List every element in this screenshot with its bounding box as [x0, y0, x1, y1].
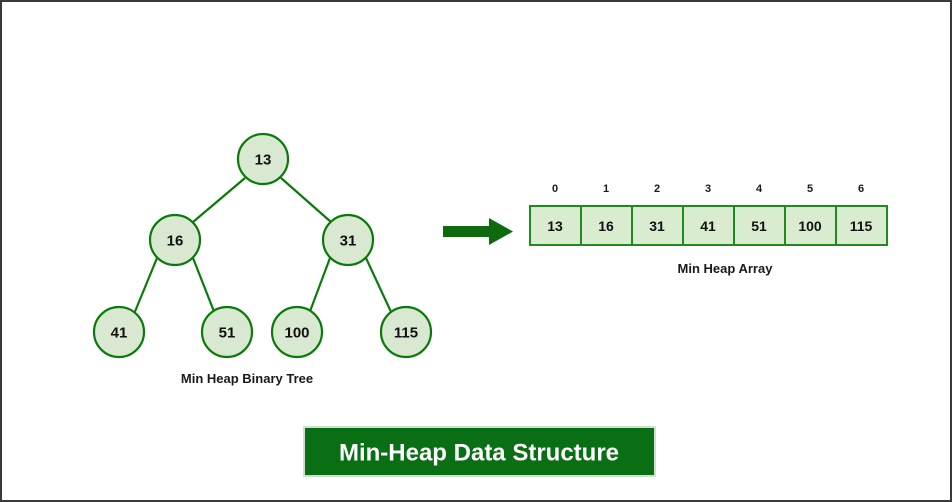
tree-node-left-child[interactable]: 16 [148, 213, 202, 267]
array-index-6: 6 [858, 183, 864, 195]
array-cell-box [631, 205, 684, 246]
node-circle [236, 132, 290, 186]
node-value-label: 16 [167, 233, 184, 250]
tree-edge-13-31 [280, 177, 332, 223]
node-circle [92, 305, 146, 359]
array-cell-1[interactable]: 16 [580, 205, 633, 246]
tree-node-leaf-2[interactable]: 51 [200, 305, 254, 359]
banner-title: Min-Heap Data Structure [339, 440, 619, 467]
tree-nodes: 13 16 31 41 51 100 [92, 132, 433, 359]
array-cell-2[interactable]: 31 [631, 205, 684, 246]
node-circle [200, 305, 254, 359]
title-banner: Min-Heap Data Structure [303, 426, 656, 477]
node-circle [379, 305, 433, 359]
tree-caption: Min Heap Binary Tree [181, 371, 313, 386]
array-cell-value: 115 [850, 218, 873, 234]
array-cell-5[interactable]: 100 [784, 205, 837, 246]
array-cell-value: 13 [547, 218, 563, 234]
tree-edge-16-51 [191, 257, 217, 315]
array-index-1: 1 [603, 183, 609, 195]
array-index-0: 0 [552, 183, 558, 195]
node-circle [148, 213, 202, 267]
array-cell-0[interactable]: 13 [529, 205, 582, 246]
tree-node-leaf-1[interactable]: 41 [92, 305, 146, 359]
tree-node-leaf-3[interactable]: 100 [270, 305, 324, 359]
node-value-label: 51 [219, 325, 236, 342]
node-circle [270, 305, 324, 359]
node-value-label: 41 [111, 325, 128, 342]
node-value-label: 115 [394, 325, 418, 342]
tree-edge-31-115 [365, 257, 393, 315]
tree-node-right-child[interactable]: 31 [321, 213, 375, 267]
array-caption: Min Heap Array [678, 261, 774, 276]
node-circle [321, 213, 375, 267]
array-index-labels: 0 1 2 3 4 5 6 [552, 183, 864, 195]
array-cell-value: 51 [751, 218, 767, 234]
array-index-3: 3 [705, 183, 711, 195]
banner-background [303, 426, 656, 477]
array-cell-box [733, 205, 786, 246]
tree-node-root[interactable]: 13 [236, 132, 290, 186]
array-cell-box [835, 205, 888, 246]
array-index-2: 2 [654, 183, 660, 195]
node-value-label: 31 [340, 233, 357, 250]
array-cell-6[interactable]: 115 [835, 205, 888, 246]
node-value-label: 13 [255, 152, 272, 169]
array-index-5: 5 [807, 183, 813, 195]
tree-node-leaf-4[interactable]: 115 [379, 305, 433, 359]
tree-edges [132, 177, 393, 315]
array-cell-value: 41 [700, 218, 716, 234]
array-cell-value: 100 [798, 218, 822, 234]
array-cell-value: 16 [598, 218, 614, 234]
array-cell-4[interactable]: 51 [733, 205, 786, 246]
node-value-label: 100 [284, 325, 309, 342]
tree-edge-16-41 [132, 257, 159, 315]
array-cells: 13 16 31 41 51 100 [529, 205, 888, 246]
tree-edge-31-100 [307, 257, 332, 315]
right-arrow-icon [443, 218, 513, 245]
array-cell-value: 31 [649, 218, 665, 234]
tree-edge-13-16 [192, 177, 246, 223]
array-cell-3[interactable]: 41 [682, 205, 735, 246]
array-index-4: 4 [756, 183, 763, 195]
